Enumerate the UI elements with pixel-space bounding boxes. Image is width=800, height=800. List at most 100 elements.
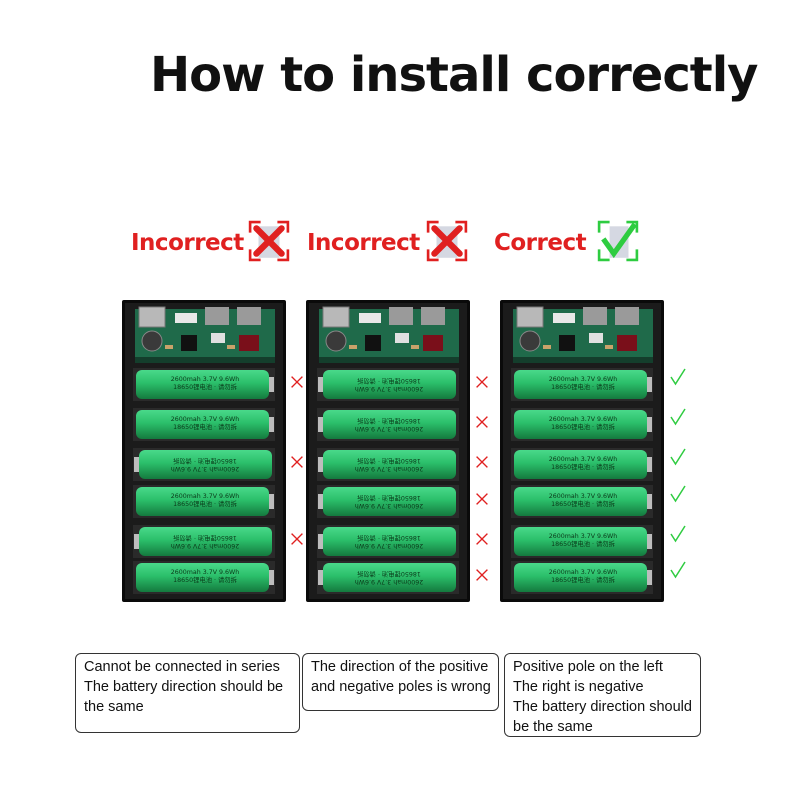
cell-label-line: 18650锂电池 · 请勿拆 [551, 424, 615, 431]
panel-1-label: Incorrect [131, 230, 244, 256]
cross-mark-icon [473, 373, 491, 396]
cell-label-line: 18650锂电池 · 请勿拆 [357, 570, 421, 577]
panel-3-check-icon [597, 220, 639, 267]
panel-3-label: Correct [494, 230, 587, 256]
cell-label-line: 2600mah 3.7V 9.6Wh [170, 376, 240, 383]
panel-2-description: The direction of the positive and negativ… [302, 653, 499, 711]
cross-mark-icon [473, 490, 491, 513]
cell-label-line: 2600mah 3.7V 9.6Wh [354, 425, 424, 432]
check-mark-icon [668, 524, 688, 549]
description-line: The battery direction should be [84, 679, 284, 695]
cell-label-line: 18650锂电池 · 请勿拆 [357, 457, 421, 464]
cell-label-line: 18650锂电池 · 请勿拆 [173, 534, 237, 541]
cell-label-line: 2600mah 3.7V 9.6Wh [548, 493, 618, 500]
circuit-board [319, 305, 459, 363]
cross-mark-icon [288, 530, 306, 553]
check-mark-icon [668, 367, 688, 392]
circuit-board [513, 305, 653, 363]
cell-label-line: 2600mah 3.7V 9.6Wh [548, 456, 618, 463]
page-title: How to install correctly [150, 47, 758, 103]
cell-label-line: 2600mah 3.7V 9.6Wh [354, 542, 424, 549]
cell-label-line: 18650锂电池 · 请勿拆 [357, 417, 421, 424]
cell-label-line: 18650锂电池 · 请勿拆 [173, 384, 237, 391]
cell-label-line: 18650锂电池 · 请勿拆 [551, 464, 615, 471]
cell-label-line: 18650锂电池 · 请勿拆 [173, 501, 237, 508]
description-line: The direction of the positive [311, 659, 489, 675]
cell-label-line: 2600mah 3.7V 9.6Wh [354, 578, 424, 585]
cell-label-line: 18650锂电池 · 请勿拆 [357, 534, 421, 541]
description-line: be the same [513, 719, 593, 735]
description-line: The right is negative [513, 679, 644, 695]
circuit-board [135, 305, 275, 363]
cell-label-line: 2600mah 3.7V 9.6Wh [354, 385, 424, 392]
cell-label-line: 18650锂电池 · 请勿拆 [551, 501, 615, 508]
panel-2-cross-icon [426, 220, 468, 267]
cell-label-line: 2600mah 3.7V 9.6Wh [170, 416, 240, 423]
cell-label-line: 18650锂电池 · 请勿拆 [551, 384, 615, 391]
cross-mark-icon [473, 453, 491, 476]
cross-mark-icon [288, 373, 306, 396]
cell-label-line: 2600mah 3.7V 9.6Wh [548, 416, 618, 423]
cell-label-line: 2600mah 3.7V 9.6Wh [170, 569, 240, 576]
description-line: the same [84, 699, 144, 715]
cell-label-line: 18650锂电池 · 请勿拆 [551, 541, 615, 548]
cell-label-line: 18650锂电池 · 请勿拆 [173, 577, 237, 584]
cell-label-line: 2600mah 3.7V 9.6Wh [548, 376, 618, 383]
cross-mark-icon [288, 453, 306, 476]
cell-label-line: 2600mah 3.7V 9.6Wh [170, 493, 240, 500]
panel-1-cross-icon [248, 220, 290, 267]
description-line: The battery direction should [513, 699, 692, 715]
cross-mark-icon [473, 413, 491, 436]
cell-label-line: 18650锂电池 · 请勿拆 [357, 377, 421, 384]
cell-label-line: 2600mah 3.7V 9.6Wh [548, 533, 618, 540]
cross-mark-icon [473, 566, 491, 589]
check-mark-icon [668, 447, 688, 472]
cross-mark-icon [473, 530, 491, 553]
cell-label-line: 2600mah 3.7V 9.6Wh [170, 542, 240, 549]
description-line: and negative poles is wrong [311, 679, 491, 695]
cell-label-line: 2600mah 3.7V 9.6Wh [170, 465, 240, 472]
cell-label-line: 18650锂电池 · 请勿拆 [357, 494, 421, 501]
cell-label-line: 2600mah 3.7V 9.6Wh [354, 465, 424, 472]
check-mark-icon [668, 484, 688, 509]
panel-2-label: Incorrect [307, 230, 420, 256]
check-mark-icon [668, 560, 688, 585]
